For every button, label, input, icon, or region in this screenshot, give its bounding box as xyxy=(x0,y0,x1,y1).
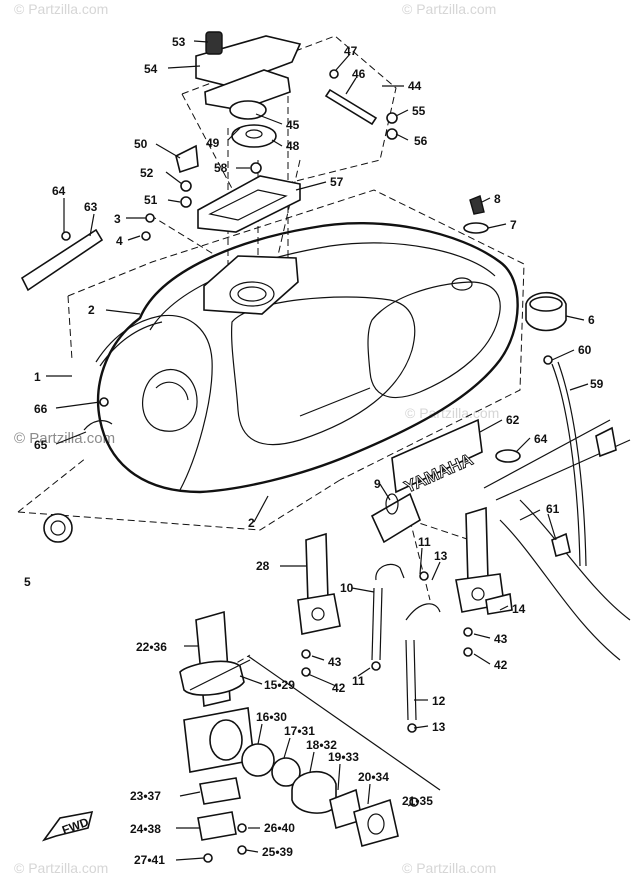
callout-label: 15•29 xyxy=(264,678,295,692)
callout-label: 64 xyxy=(52,184,66,198)
callout-label: 5 xyxy=(24,575,31,589)
callout-label: 42 xyxy=(332,681,346,695)
callout-label: 52 xyxy=(140,166,154,180)
callout-label: 46 xyxy=(352,67,366,81)
callout-label: 18•32 xyxy=(306,738,337,752)
watermark-top-right: © Partzilla.com xyxy=(402,1,496,17)
filler-cap-assembly xyxy=(175,31,398,233)
callout-label: 54 xyxy=(144,62,158,76)
fuel-hoses xyxy=(371,563,441,733)
callout-label: 22•36 xyxy=(136,640,167,654)
callout-label: 62 xyxy=(506,413,520,427)
callout-label: 44 xyxy=(408,79,422,93)
callout-label: 2 xyxy=(88,303,95,317)
callout-label: 60 xyxy=(578,343,592,357)
fuel-cock-middle xyxy=(297,532,341,677)
hose-connector xyxy=(370,492,421,544)
callout-label: 3 xyxy=(114,212,121,226)
exploded-fuel-cock xyxy=(179,610,441,863)
callout-label: 59 xyxy=(590,377,604,391)
callout-label: 43 xyxy=(494,632,508,646)
right-cap-parts xyxy=(463,195,587,567)
watermark-middle: © Partzilla.com xyxy=(14,430,115,447)
callout-label: 17•31 xyxy=(284,724,315,738)
callout-labels: 53 54 47 46 44 55 56 45 49 48 50 52 51 5… xyxy=(24,35,604,867)
leader-lines xyxy=(46,40,589,861)
callout-label: 64 xyxy=(534,432,548,446)
callout-label: 65 xyxy=(34,438,48,452)
callout-label: 50 xyxy=(134,137,148,151)
front-direction-marker: FWD xyxy=(41,810,94,842)
frame-lines xyxy=(483,419,631,661)
callout-label: 14 xyxy=(512,602,526,616)
watermark-bottom-left: © Partzilla.com xyxy=(14,860,108,876)
callout-label: 9 xyxy=(374,477,381,491)
callout-label: 25•39 xyxy=(262,845,293,859)
callout-label: 47 xyxy=(344,44,358,58)
callout-label: 55 xyxy=(412,104,426,118)
fuel-tank xyxy=(96,222,519,494)
callout-label: 7 xyxy=(510,218,517,232)
callout-label: 63 xyxy=(84,200,98,214)
callout-label: 45 xyxy=(286,118,300,132)
callout-label: 12 xyxy=(432,694,446,708)
callout-label: 16•30 xyxy=(256,710,287,724)
callout-label: 51 xyxy=(144,193,158,207)
callout-label: 4 xyxy=(116,234,123,248)
callout-label: 27•41 xyxy=(134,853,165,867)
callout-label: 28 xyxy=(256,559,270,573)
callout-label: 61 xyxy=(546,502,560,516)
callout-label: 10 xyxy=(340,581,354,595)
callout-label: 57 xyxy=(330,175,344,189)
callout-label: 66 xyxy=(34,402,48,416)
callout-label: 24•38 xyxy=(130,822,161,836)
callout-label: 21•35 xyxy=(402,794,433,808)
watermark-middle-right: © Partzilla.com xyxy=(405,405,499,421)
callout-label: 49 xyxy=(206,136,220,150)
callout-label: 1 xyxy=(34,370,41,384)
callout-label: 13 xyxy=(434,549,448,563)
callout-label: 6 xyxy=(588,313,595,327)
callout-label: 11 xyxy=(352,674,365,688)
callout-label: 13 xyxy=(432,720,446,734)
fuel-cock-right xyxy=(455,506,513,657)
callout-label: 8 xyxy=(494,192,501,206)
callout-label: 43 xyxy=(328,655,342,669)
watermark-top-left: © Partzilla.com xyxy=(14,1,108,17)
yamaha-emblem: YAMAHA xyxy=(391,418,521,497)
callout-label: 53 xyxy=(172,35,186,49)
callout-label: 11 xyxy=(418,535,431,549)
callout-label: 23•37 xyxy=(130,789,161,803)
tank-trim-strips xyxy=(95,314,213,491)
watermark-bottom-right: © Partzilla.com xyxy=(402,860,496,876)
callout-label: 48 xyxy=(286,139,300,153)
callout-label: 26•40 xyxy=(264,821,295,835)
callout-label: 2 xyxy=(248,516,255,530)
callout-label: 42 xyxy=(494,658,508,672)
mount-parts xyxy=(43,397,113,543)
callout-label: 19•33 xyxy=(328,750,359,764)
callout-label: 58 xyxy=(214,161,228,175)
callout-label: 20•34 xyxy=(358,770,389,784)
assembly-outline-lines xyxy=(17,35,525,691)
callout-label: 56 xyxy=(414,134,428,148)
badge-plate-parts xyxy=(20,213,155,292)
